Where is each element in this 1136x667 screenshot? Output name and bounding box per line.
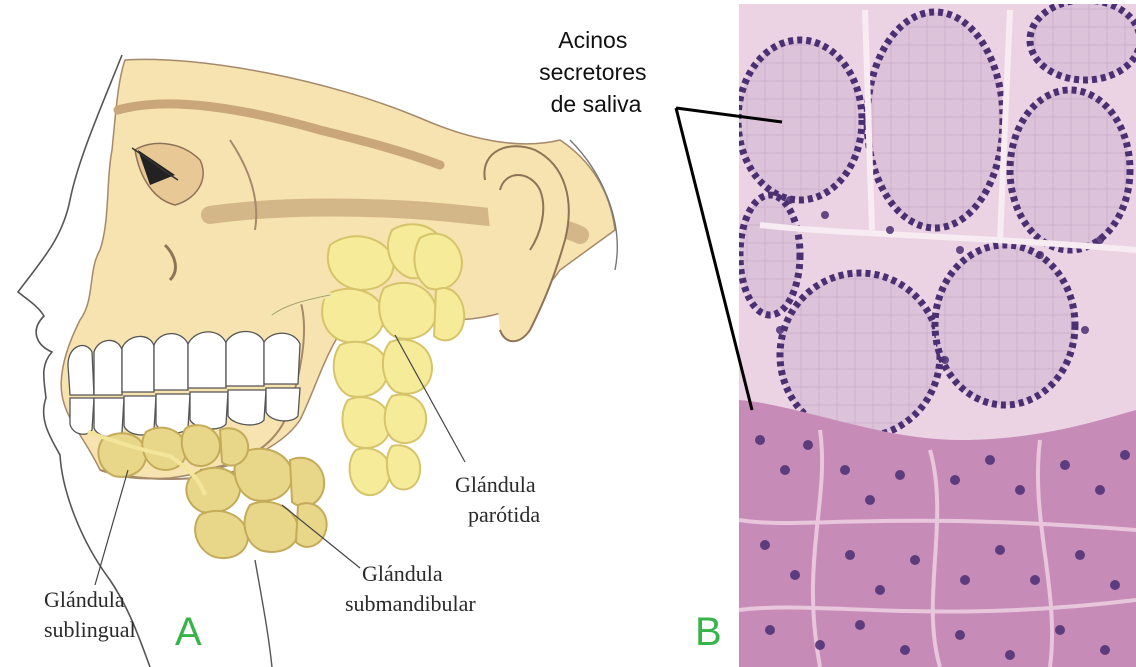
parotid-gland: [322, 224, 464, 495]
label-parotid: Glándula parótida: [455, 472, 541, 527]
label-acini: Acinos secretores de saliva: [539, 27, 653, 117]
leader-line-sublingual: [95, 470, 128, 585]
neck-outline: [255, 560, 272, 667]
label-submandibular: Glándula submandibular: [345, 561, 476, 616]
panel-b-micrograph: [738, 0, 1136, 667]
label-sublingual: Glándula sublingual: [44, 587, 136, 642]
panel-letter-a: A: [175, 610, 202, 654]
panel-a-illustration: Glándula sublingual Glándula submandibul…: [18, 55, 617, 667]
panel-letter-b-outside: B: [695, 610, 722, 654]
